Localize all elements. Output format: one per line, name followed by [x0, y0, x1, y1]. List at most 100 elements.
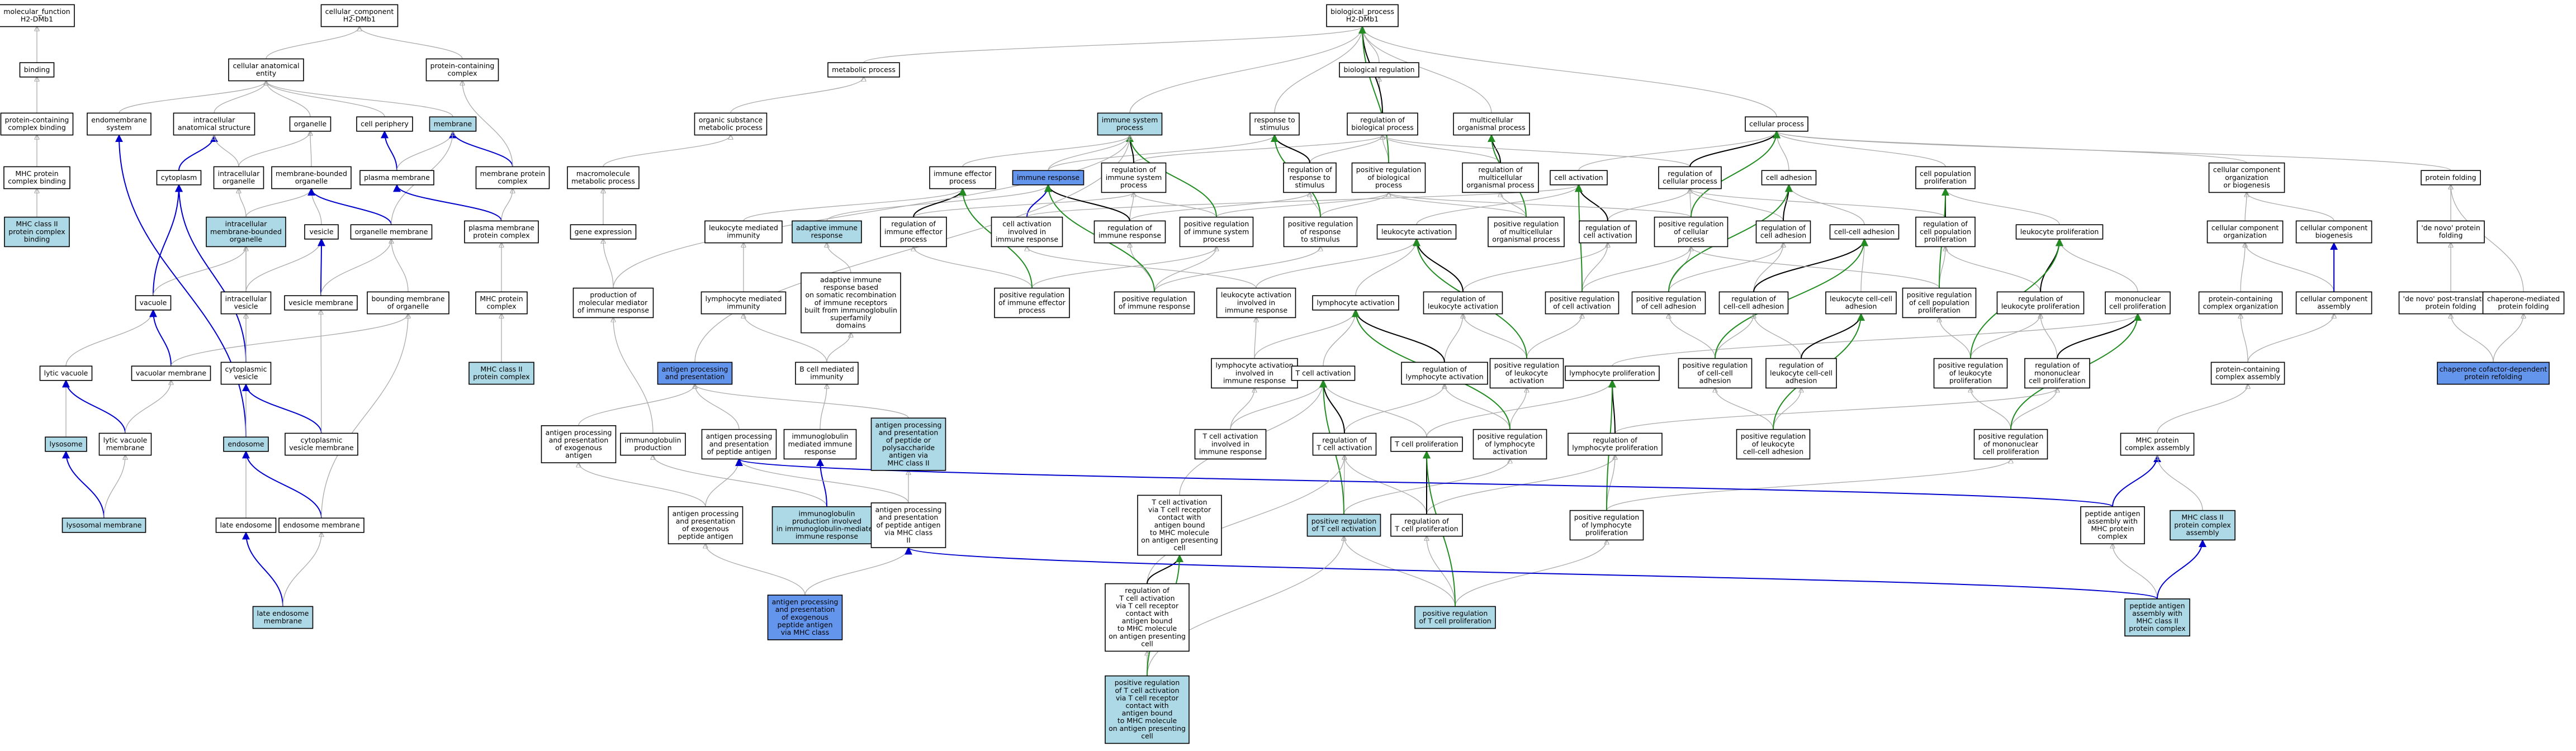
term-label-line: regulation of — [1441, 294, 1485, 303]
term-box — [1568, 432, 1663, 456]
term-label-line: antigen processing — [772, 598, 839, 606]
term-label-line: immunoglobulin — [798, 509, 855, 517]
term-box — [1105, 583, 1190, 652]
term-label-line: mononuclear — [2115, 294, 2161, 303]
term-box — [206, 216, 286, 248]
term-label-line: intracellular — [218, 169, 261, 178]
term-label-line: MHC protein — [2135, 436, 2179, 444]
term-box — [304, 224, 339, 240]
term-label-line: cell adhesion — [1766, 173, 1812, 182]
edge-part-of — [449, 130, 513, 167]
edge-part-of — [242, 531, 283, 607]
edge-part-of — [115, 134, 247, 438]
edge-is-a — [694, 135, 1130, 363]
term-label-line: positive regulation — [1184, 220, 1249, 228]
edge-is-a — [863, 27, 1362, 63]
term-label-line: lytic vacuole — [103, 436, 148, 444]
term-label-line: immunity — [727, 302, 760, 311]
edge-is-a — [310, 131, 311, 167]
term-label-line: assembly with — [2087, 517, 2138, 525]
term-label-line: metabolic process — [832, 65, 896, 74]
term-label-line: H2-DMb1 — [1346, 15, 1379, 23]
term-label-line: regulation of — [1322, 436, 1367, 444]
edge-is-a — [1668, 246, 1691, 292]
edge-is-a — [1607, 189, 1690, 221]
edge-is-a — [1048, 135, 1275, 171]
term-box — [2198, 291, 2283, 315]
term-label-line: positive regulation — [1978, 432, 2044, 440]
term-label-line: chaperone-mediated — [2487, 294, 2560, 303]
term-box — [2482, 291, 2565, 315]
term-node-leukact: leukocyte activation — [1376, 224, 1457, 240]
edge-is-a — [1581, 246, 1691, 292]
edge-is-a — [238, 131, 310, 167]
edge-regulates — [2057, 313, 2142, 359]
term-box — [567, 166, 640, 189]
term-box — [2295, 220, 2373, 244]
term-label-line: regulation of — [1585, 224, 1630, 232]
term-label-line: production — [634, 444, 671, 452]
edge-is-a — [1945, 189, 2060, 225]
edge-is-a — [103, 455, 125, 519]
edge-is-a — [1154, 246, 1216, 292]
term-label-line: binding — [24, 65, 50, 74]
term-box — [87, 112, 151, 136]
term-label-line: vesicle membrane — [289, 444, 354, 452]
term-label-line: immunoglobulin — [624, 436, 681, 444]
term-node-lysosome: lysosome — [45, 436, 87, 452]
term-label-line: cell proliferation — [2029, 376, 2086, 384]
term-node-lymact: lymphocyte activation — [1312, 295, 1399, 311]
term-label-line: via T cell receptor — [1116, 601, 1179, 610]
term-label-line: regulation of — [1111, 165, 1156, 174]
term-label-line: peptide antigen — [2129, 601, 2185, 610]
edge-is-a — [1939, 317, 1971, 359]
edge-regulates — [1413, 238, 1464, 292]
term-box — [1216, 287, 1296, 319]
edge-is-a — [1581, 243, 1608, 292]
edge-is-a — [1147, 536, 1344, 676]
term-label-line: lysosome — [49, 440, 82, 448]
term-label-line: metabolic process — [571, 177, 635, 186]
term-box — [2015, 224, 2104, 240]
edge-is-a — [1444, 314, 1463, 363]
edge-regulates — [1801, 313, 1865, 359]
term-box — [1312, 432, 1377, 456]
term-label-line: of exogenous — [555, 444, 602, 452]
term-node-celladh: cell adhesion — [1761, 170, 1817, 186]
term-label-line: via T cell receptor — [1148, 506, 1211, 514]
edge-is-a — [603, 239, 614, 288]
term-label-line: regulation of — [2018, 294, 2063, 303]
term-label-line: regulation of — [1422, 365, 1467, 373]
edge-is-a — [153, 246, 246, 296]
term-label-line: immune response — [1017, 173, 1079, 182]
term-label-line: lymphocyte proliferation — [1569, 369, 1655, 377]
term-node-cellperiph: cell periphery — [356, 116, 413, 132]
term-label-line: response — [811, 231, 843, 240]
edge-is-a — [613, 317, 654, 434]
term-label-line: of immune system — [1184, 227, 1249, 236]
term-box — [278, 517, 364, 533]
edge-is-a — [396, 131, 453, 171]
term-box — [1736, 429, 1811, 460]
term-box — [1579, 220, 1637, 244]
term-box — [1654, 216, 1729, 248]
edge-is-a — [1463, 314, 1527, 359]
term-box — [2210, 362, 2285, 385]
term-label-line: cell — [1173, 544, 1186, 552]
term-box — [1194, 429, 1267, 460]
